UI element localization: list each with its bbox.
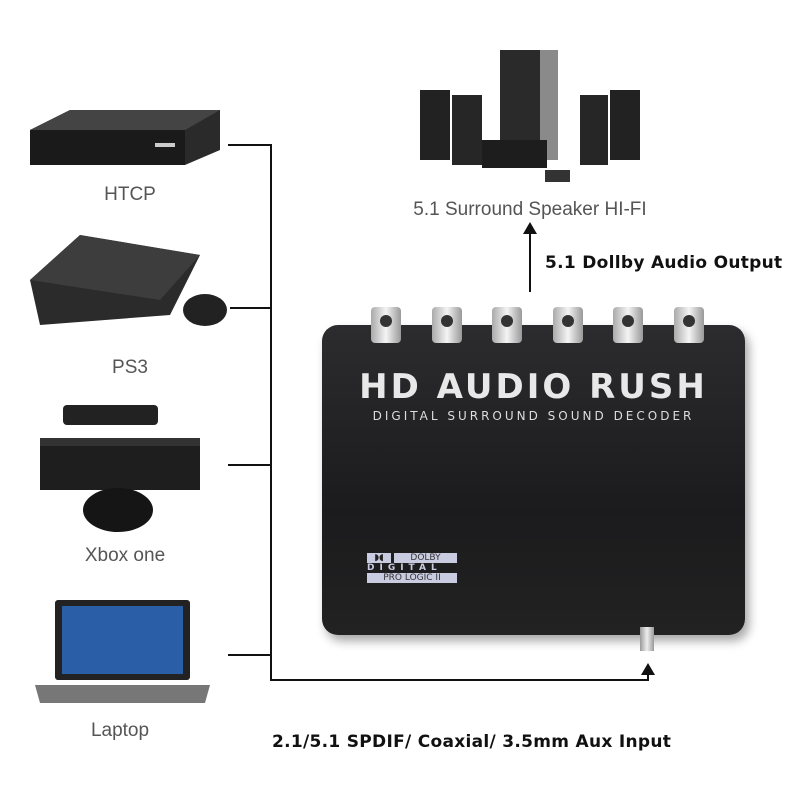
rca-jack [553, 307, 583, 343]
ps3-image [30, 235, 227, 326]
input-arrow-icon [641, 663, 655, 675]
xbox-image [40, 405, 200, 532]
connector-laptop [228, 654, 272, 656]
device-title: HD AUDIO RUSH [359, 367, 708, 407]
speakers-label: 5.1 Surround Speaker HI-FI [413, 199, 647, 220]
input-label: 2.1/5.1 SPDIF/ Coaxial/ 3.5mm Aux Input [272, 732, 672, 752]
htpc-image [30, 110, 220, 165]
pro-logic-text: PRO LOGIC II [367, 573, 457, 583]
bus-line [270, 144, 272, 681]
connector-ps3 [230, 307, 272, 309]
output-label: 5.1 Dollby Audio Output [545, 253, 783, 273]
source-label-xbox: Xbox one [84, 545, 166, 566]
source-label-laptop: Laptop [90, 720, 150, 741]
rca-jack [613, 307, 643, 343]
source-label-ps3: PS3 [112, 357, 148, 378]
connector-htcp [228, 144, 272, 146]
source-label-htcp: HTCP [104, 184, 156, 205]
device-subtitle: DIGITAL SURROUND SOUND DECODER [372, 409, 695, 423]
input-jack [640, 627, 654, 651]
dolby-logo: ◗◖ DOLBY DIGITAL PRO LOGIC II [367, 553, 457, 583]
rca-jack [492, 307, 522, 343]
input-line [270, 679, 649, 681]
output-arrow-icon [523, 222, 537, 292]
input-arrow-shaft [647, 672, 649, 681]
decoder-device: HD AUDIO RUSH DIGITAL SURROUND SOUND DEC… [322, 307, 745, 651]
laptop-image [35, 600, 210, 703]
rca-jack [432, 307, 462, 343]
dolby-text: DOLBY [394, 553, 457, 563]
dolby-dd-icon: ◗◖ [367, 553, 391, 563]
speakers-image [420, 50, 640, 182]
dolby-digital-text: DIGITAL [367, 563, 442, 573]
rca-jack [371, 307, 401, 343]
connector-xbox [228, 464, 272, 466]
rca-jack [674, 307, 704, 343]
